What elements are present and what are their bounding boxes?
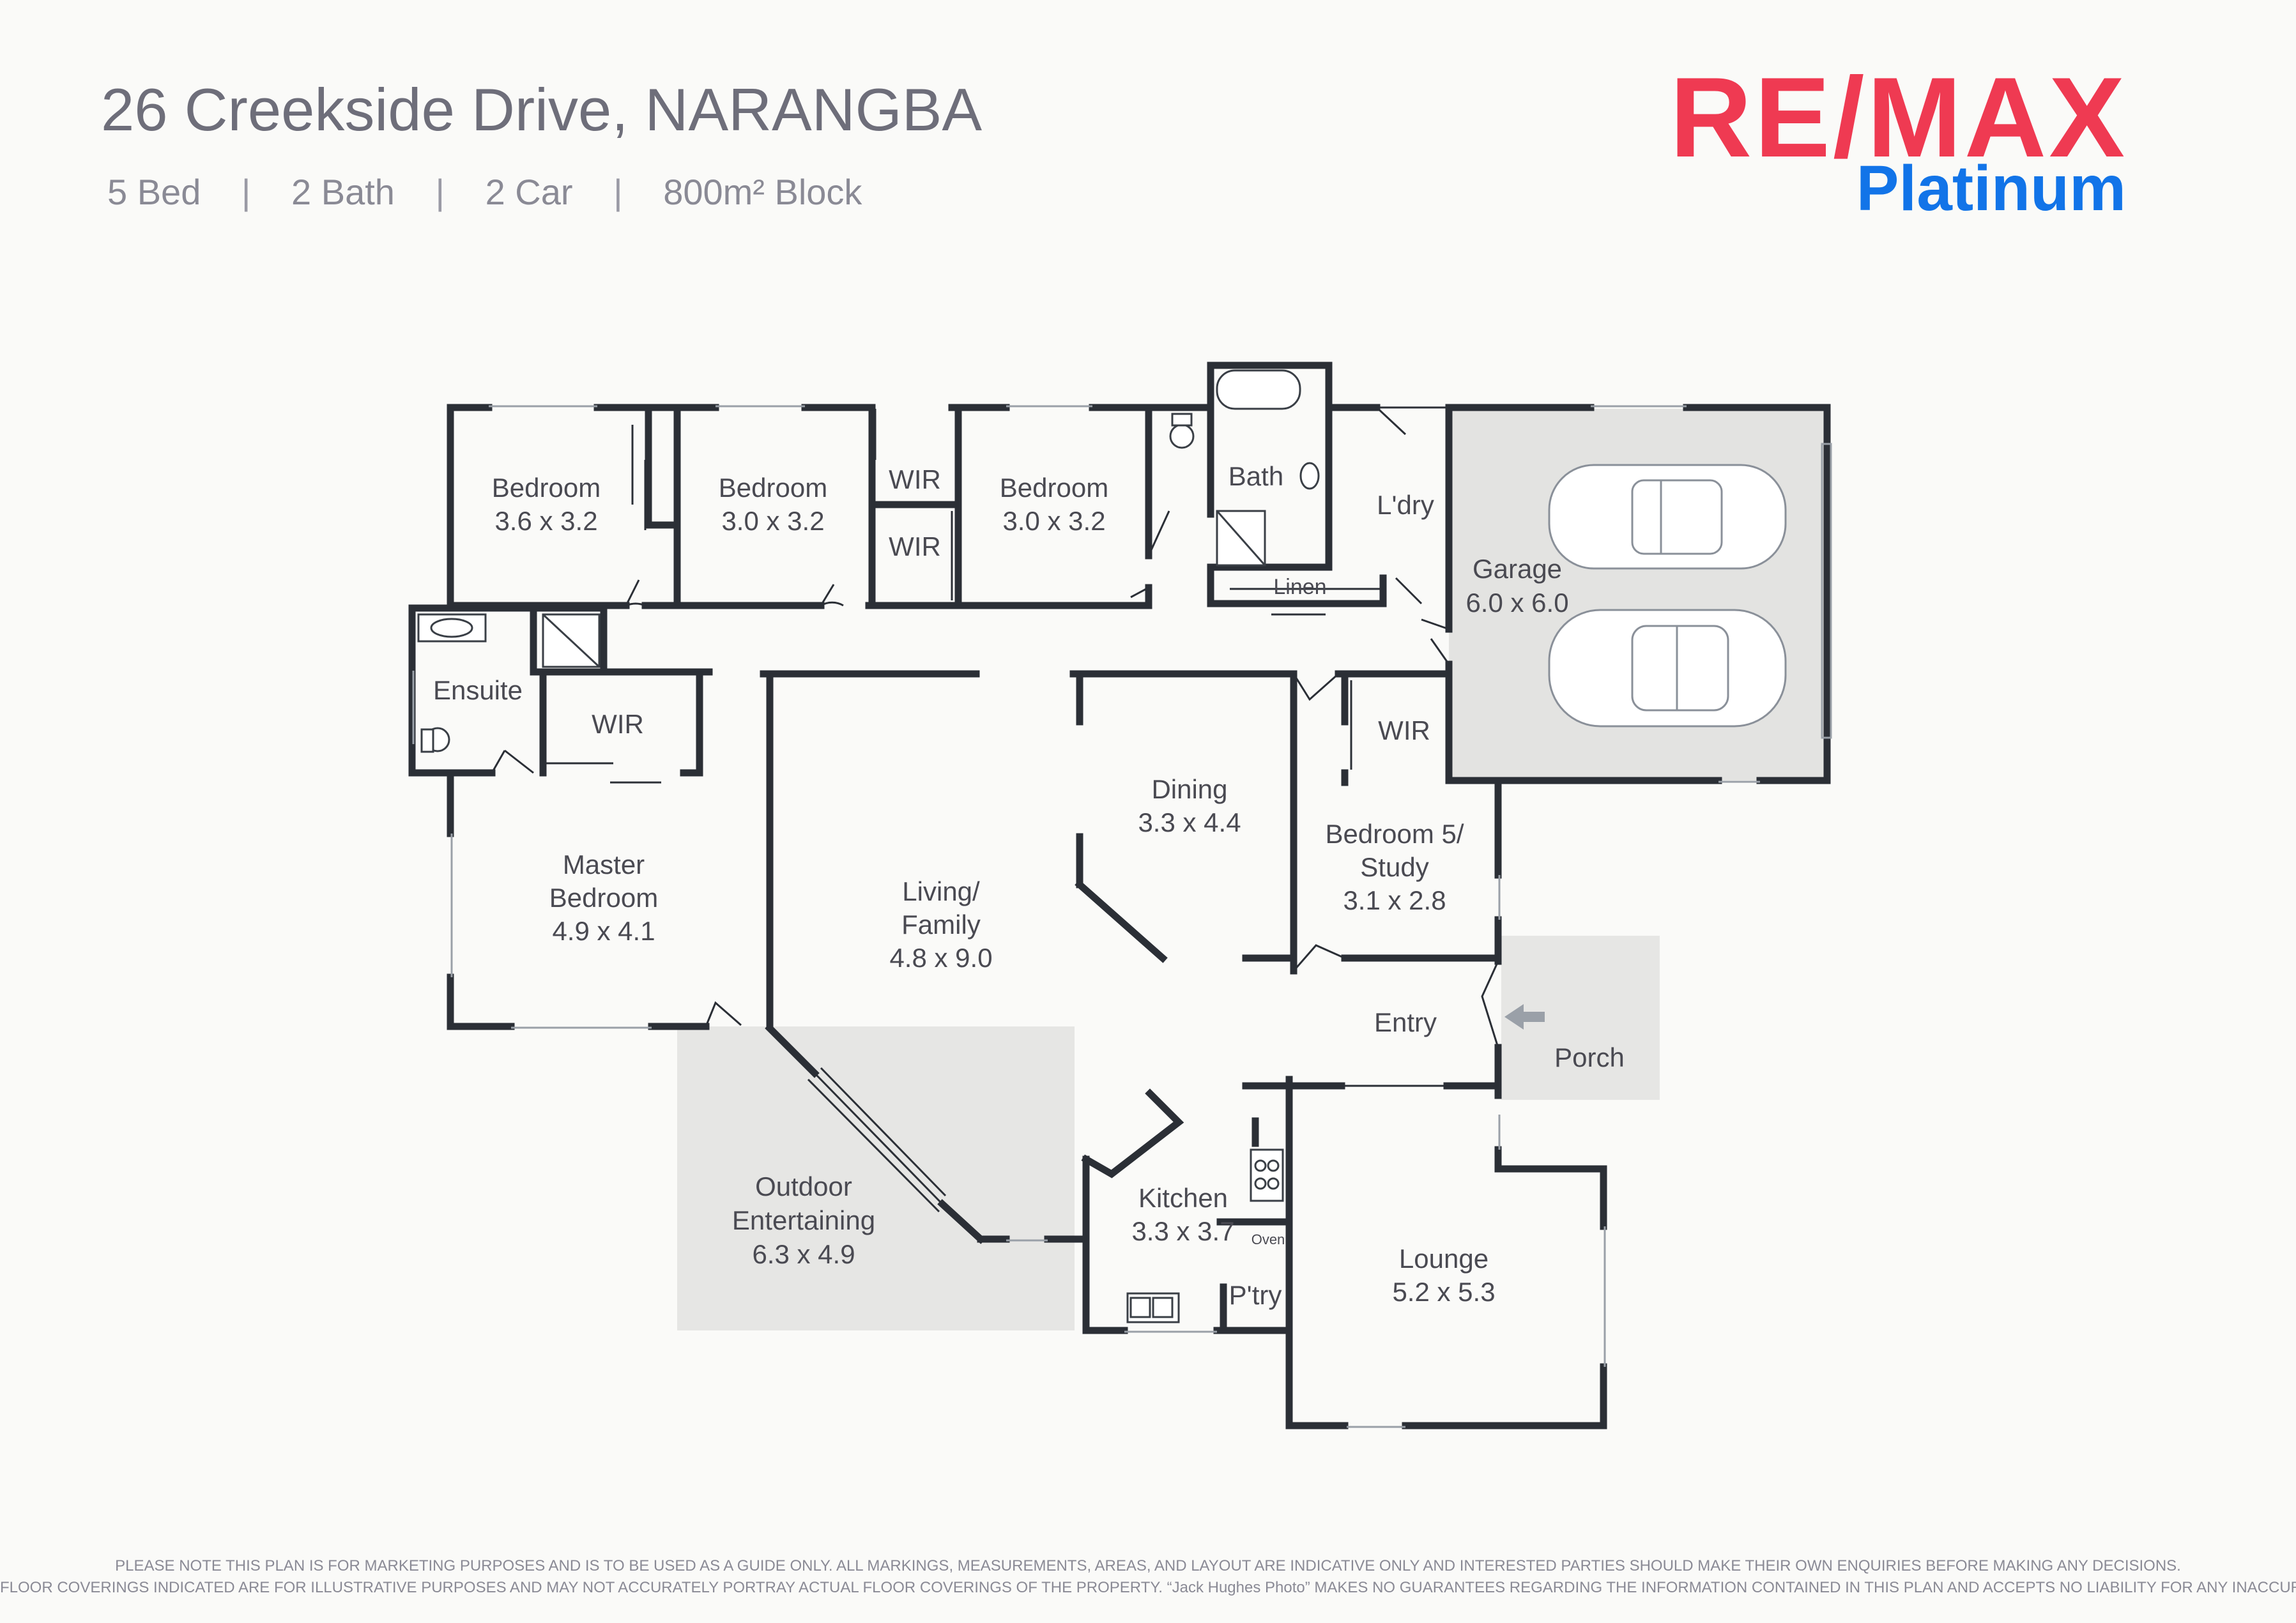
spec-cars: 2 Car: [485, 172, 573, 212]
stove-icon: [1250, 1148, 1284, 1202]
label-lounge: Lounge: [1399, 1244, 1489, 1274]
agency-logo: RE/MAX Platinum: [1667, 61, 2127, 227]
spec-separator: |: [613, 172, 623, 212]
label-bedroom-5-2: Study: [1360, 852, 1428, 882]
label-pantry: P'try: [1229, 1280, 1282, 1310]
label-oven: Oven: [1251, 1231, 1285, 1247]
label-wir-b: WIR: [889, 531, 941, 561]
spec-baths: 2 Bath: [291, 172, 395, 212]
size-garage: 6.0 x 6.0: [1466, 588, 1568, 618]
label-ensuite: Ensuite: [433, 675, 523, 705]
logo-wordmark: RE/MAX: [1669, 54, 2127, 181]
property-specs: 5 Bed | 2 Bath | 2 Car | 800m² Block: [107, 171, 862, 213]
windows: [412, 405, 1832, 1428]
fixtures: [417, 369, 1320, 1323]
label-master-bedroom-1: Master: [563, 850, 645, 880]
basin-icon: [1299, 462, 1320, 490]
disclaimer-line-1: PLEASE NOTE THIS PLAN IS FOR MARKETING P…: [115, 1557, 2181, 1574]
label-laundry: L'dry: [1377, 490, 1434, 520]
label-porch: Porch: [1554, 1042, 1625, 1072]
spec-block: 800m² Block: [663, 172, 862, 212]
car-icon: [1548, 609, 1787, 728]
doors: [491, 406, 1499, 1087]
entry-arrow-icon: [1504, 1004, 1545, 1030]
size-outdoor: 6.3 x 4.9: [752, 1239, 855, 1269]
walls: [408, 362, 1831, 1429]
spec-separator: |: [241, 172, 251, 212]
label-wir-a: WIR: [889, 464, 941, 494]
car-icon: [1548, 464, 1787, 570]
spec-separator: |: [435, 172, 445, 212]
label-bedroom-5-1: Bedroom 5/: [1325, 819, 1464, 849]
label-outdoor-1: Outdoor: [755, 1171, 852, 1201]
size-living: 4.8 x 9.0: [889, 943, 992, 973]
bathtub-icon: [1216, 369, 1301, 410]
disclaimer-line-2: FLOOR COVERINGS INDICATED ARE FOR ILLUST…: [0, 1579, 2296, 1596]
property-address: 26 Creekside Drive, NARANGBA: [101, 76, 983, 143]
label-bath: Bath: [1228, 461, 1283, 491]
label-garage: Garage: [1473, 554, 1562, 584]
size-kitchen: 3.3 x 3.7: [1131, 1216, 1234, 1246]
sliding-doors: [540, 409, 1383, 1213]
size-bedroom-3: 3.0 x 3.2: [1002, 506, 1105, 536]
size-dining: 3.3 x 4.4: [1138, 807, 1241, 837]
size-bedroom-5: 3.1 x 2.8: [1343, 885, 1446, 915]
room-labels: Bedroom 3.6 x 3.2 Bedroom 3.0 x 3.2 WIR …: [433, 461, 1625, 1310]
label-living-2: Family: [901, 910, 981, 940]
size-master-bedroom: 4.9 x 4.1: [552, 916, 655, 946]
size-bedroom-2: 3.0 x 3.2: [721, 506, 824, 536]
size-lounge: 5.2 x 5.3: [1392, 1277, 1495, 1307]
toilet-icon: [1169, 423, 1195, 449]
label-living-1: Living/: [902, 876, 980, 906]
spec-beds: 5 Bed: [107, 172, 201, 212]
label-bedroom-1: Bedroom: [492, 473, 601, 503]
label-bedroom-3: Bedroom: [1000, 473, 1108, 503]
label-outdoor-2: Entertaining: [732, 1205, 875, 1235]
logo-subtitle: Platinum: [1856, 153, 2126, 224]
label-wir-study: WIR: [1378, 715, 1430, 745]
label-master-bedroom-2: Bedroom: [549, 883, 658, 913]
label-wir-master: WIR: [592, 709, 644, 739]
label-linen: Linen: [1273, 575, 1326, 599]
label-dining: Dining: [1151, 774, 1227, 804]
label-entry: Entry: [1374, 1007, 1437, 1037]
size-bedroom-1: 3.6 x 3.2: [494, 506, 597, 536]
label-bedroom-2: Bedroom: [719, 473, 827, 503]
label-kitchen: Kitchen: [1138, 1183, 1228, 1213]
outdoor-area: [677, 1026, 1075, 1330]
